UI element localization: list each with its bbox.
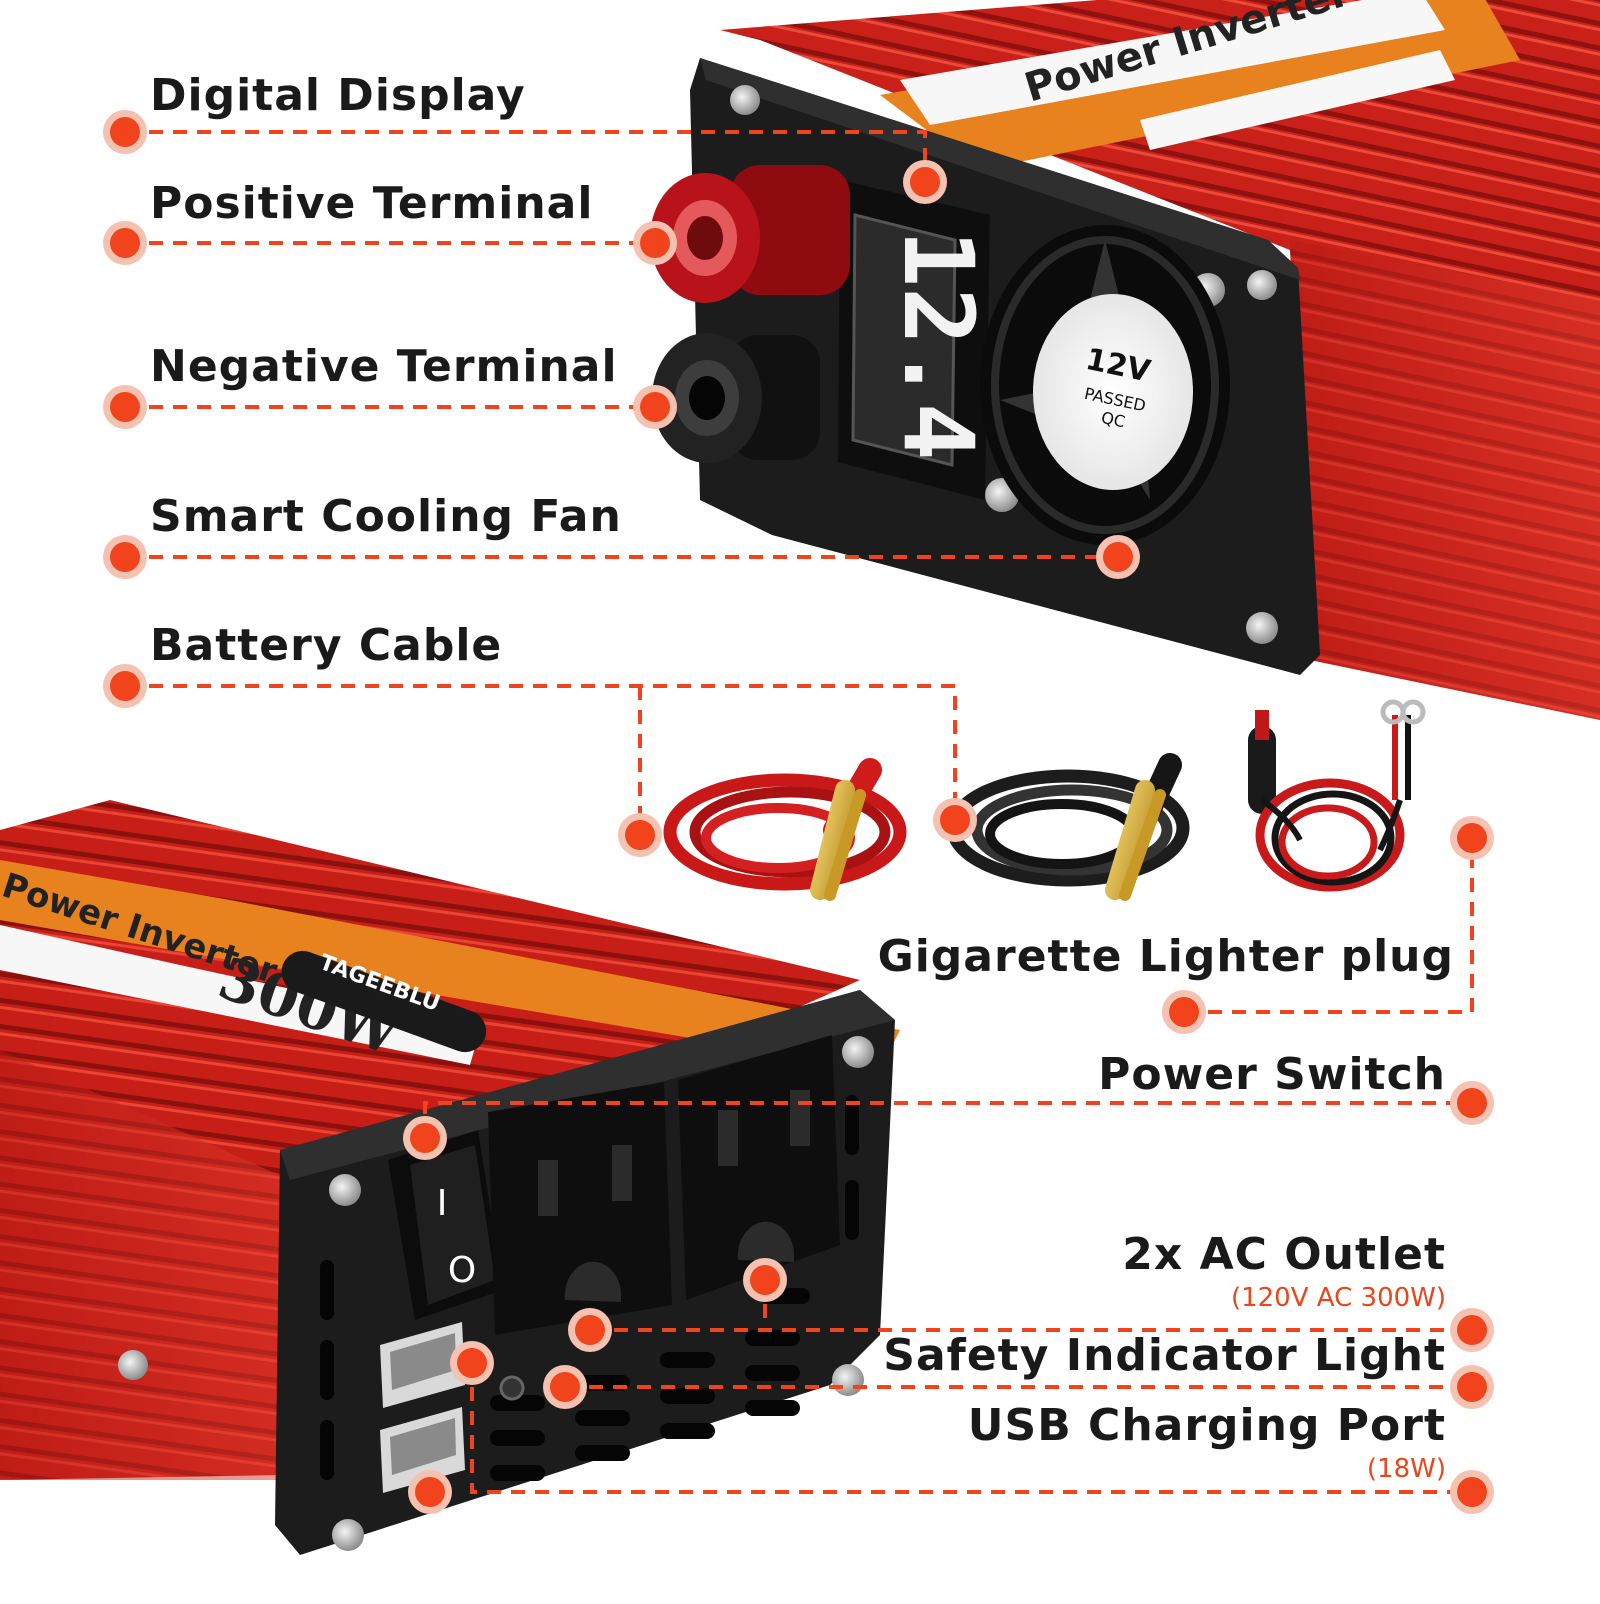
black-battery-cable xyxy=(946,753,1190,901)
ac-outlet-1[interactable] xyxy=(488,1082,672,1335)
label-negative-terminal: Negative Terminal xyxy=(150,341,618,392)
safety-indicator-light xyxy=(499,1375,525,1401)
top-inverter: Power Inverter 12.4 xyxy=(650,0,1600,720)
label-ac-outlet-sub: (120V AC 300W) xyxy=(1230,1283,1446,1313)
cooling-fan: 12V PASSED QC xyxy=(980,225,1230,545)
label-gigarette-lighter-plug: Gigarette Lighter plug xyxy=(877,931,1454,982)
bottom-inverter: Power Inverter 300W TAGEEBLU I O xyxy=(0,800,900,1555)
label-positive-terminal: Positive Terminal xyxy=(150,178,594,229)
digital-display: 12.4 xyxy=(838,180,994,500)
label-battery-cable: Battery Cable xyxy=(150,620,503,671)
screw-icon xyxy=(1246,612,1278,644)
power-switch[interactable]: I O xyxy=(388,1130,503,1320)
callout-lines xyxy=(125,130,1474,1494)
label-digital-display: Digital Display xyxy=(150,70,526,121)
usb-port-2[interactable] xyxy=(380,1407,465,1493)
switch-on-mark: I xyxy=(437,1183,448,1224)
screw-icon xyxy=(118,1350,148,1380)
brand-badge xyxy=(281,950,487,1053)
label-usb-charging-port: USB Charging Port xyxy=(967,1400,1446,1451)
cigarette-lighter-cable xyxy=(1248,699,1426,892)
bottom-housing-side xyxy=(0,1050,290,1480)
fan-sticker-qc: QC xyxy=(1100,408,1127,432)
switch-off-mark: O xyxy=(448,1250,476,1291)
label-usb-charging-port-sub: (18W) xyxy=(1366,1454,1446,1484)
screw-icon xyxy=(832,1364,864,1396)
usb-port-1[interactable] xyxy=(380,1322,465,1408)
screw-icon xyxy=(1247,270,1277,300)
top-housing-side xyxy=(1290,240,1600,720)
label-smart-cooling-fan: Smart Cooling Fan xyxy=(150,491,622,542)
callout-dots xyxy=(103,110,1494,1514)
label-ac-outlet: 2x AC Outlet xyxy=(1122,1229,1446,1280)
fan-sticker xyxy=(1033,294,1193,490)
top-label-white xyxy=(900,0,1445,125)
red-battery-cable xyxy=(663,758,907,901)
label-power-switch: Power Switch xyxy=(1098,1049,1446,1100)
negative-terminal xyxy=(652,333,820,463)
screw-icon xyxy=(842,1036,874,1068)
vent-slots xyxy=(320,1095,859,1481)
positive-terminal xyxy=(650,165,850,303)
label-safety-indicator-light: Safety Indicator Light xyxy=(883,1330,1446,1381)
display-reading: 12.4 xyxy=(882,229,994,460)
bottom-label-band xyxy=(0,860,900,1070)
bottom-label-white xyxy=(0,925,480,1065)
screw-icon xyxy=(329,1174,361,1206)
screw-icon xyxy=(332,1519,364,1551)
screw-icon xyxy=(730,85,760,115)
